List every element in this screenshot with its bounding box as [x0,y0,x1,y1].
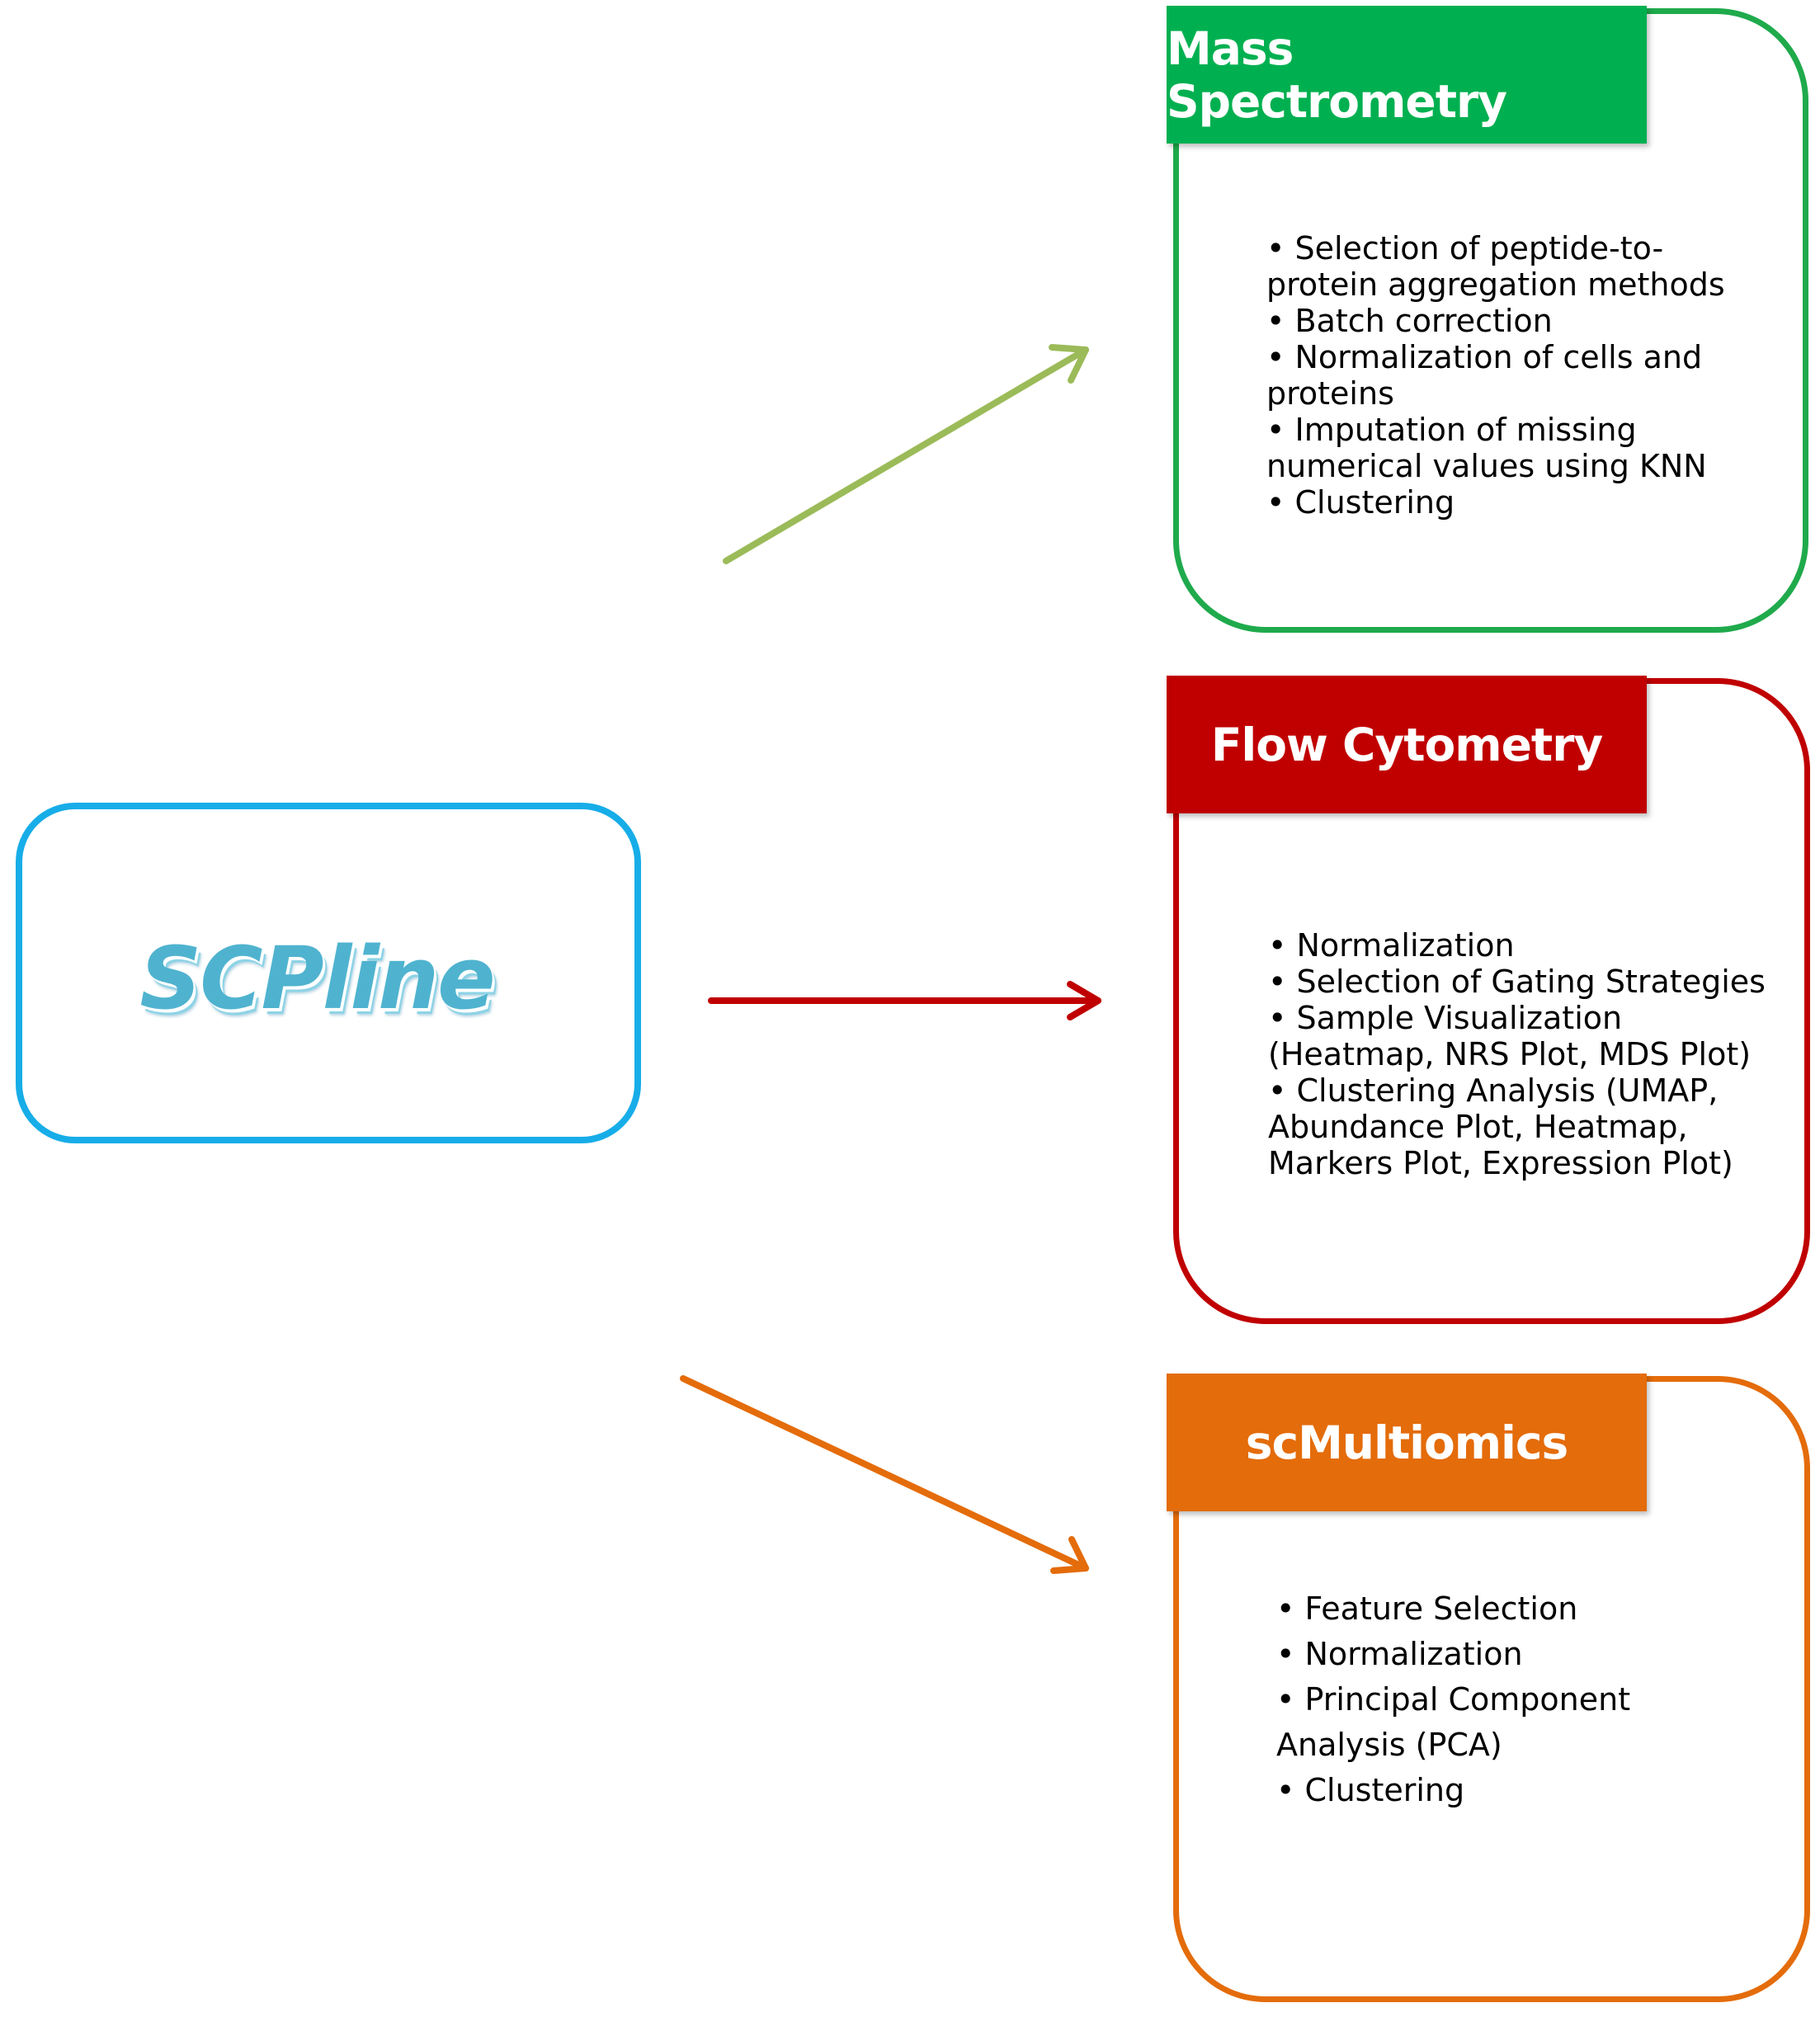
mass-spectrometry-header: Mass Spectrometry [1167,6,1647,144]
scpline-box: SCPline [16,803,641,1143]
arrow-scmultiomics [680,1375,1089,1574]
list-item: • Normalization [1276,1636,1523,1672]
flow-cytometry-header: Flow Cytometry [1167,676,1647,813]
scpline-title: SCPline [139,927,495,1029]
list-item: • Normalization [1268,927,1515,964]
arrow-mass-spectrometry [723,344,1089,564]
list-item: • Selection of Gating Strategies [1268,964,1766,1000]
list-item: • Clustering [1276,1772,1465,1808]
scmultiomics-box: scMultiomics • Feature Selection • Norma… [1167,1374,1810,2002]
mass-spectrometry-list: • Selection of peptide-to-protein aggreg… [1266,230,1761,521]
flow-cytometry-box: Flow Cytometry • Normalization • Selecti… [1167,676,1810,1324]
mass-spectrometry-box: Mass Spectrometry • Selection of peptide… [1167,6,1808,633]
arrow-flow-cytometry [708,981,1101,1020]
list-item: • Clustering Analysis (UMAP, Abundance P… [1268,1072,1733,1181]
list-item: • Imputation of missing numerical values… [1266,412,1707,484]
list-item: • Sample Visualization (Heatmap, NRS Plo… [1268,1000,1752,1072]
list-item: • Principal Component Analysis (PCA) [1276,1681,1631,1763]
list-item: • Clustering [1266,484,1455,521]
list-item: • Selection of peptide-to-protein aggreg… [1266,230,1725,303]
flow-cytometry-list: • Normalization • Selection of Gating St… [1268,927,1771,1181]
list-item: • Batch correction [1266,303,1553,339]
scmultiomics-list: • Feature Selection • Normalization • Pr… [1276,1586,1656,1813]
list-item: • Feature Selection [1276,1591,1578,1627]
scmultiomics-header: scMultiomics [1167,1374,1647,1511]
list-item: • Normalization of cells and proteins [1266,339,1703,412]
